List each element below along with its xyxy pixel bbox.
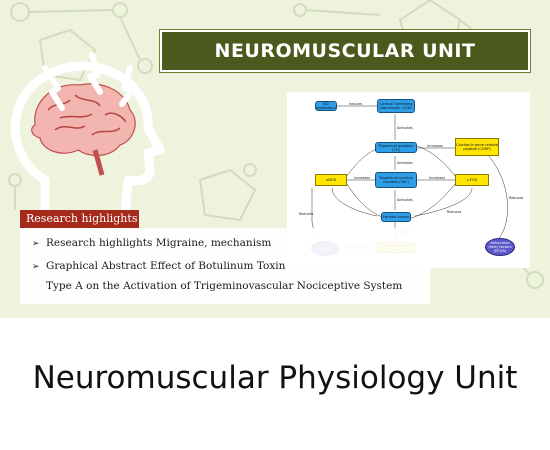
page-title: Neuromuscular Physiology Unit: [32, 360, 518, 396]
flow-node-parietal-cortex: Parietal cortex: [381, 212, 411, 222]
highlight-item: ➢ Research highlights Migraine, mechanism: [32, 237, 271, 249]
flow-node-csd: Cortical Spreading Depression (CSD): [377, 99, 415, 113]
flow-node-cgrp: Calcitonin gene-related peptide (CGRP): [455, 138, 499, 156]
flow-node-c-fos: c-FOS: [455, 174, 489, 186]
flow-label: Increases: [429, 176, 446, 180]
flow-node-no-application: NO application: [315, 101, 337, 111]
highlight-item: ➢ Graphical Abstract Effect of Botulinum …: [32, 260, 285, 272]
flow-node-tnc: Trigeminal nucleus caudalis (TNC): [375, 172, 417, 188]
flow-label: Reduces: [447, 210, 462, 214]
flow-label: Activates: [397, 198, 413, 202]
pain-lightning-icon: [42, 52, 135, 111]
head-silhouette: [10, 61, 165, 220]
flow-label: Activates: [397, 161, 413, 165]
arrow-bullet-icon: ➢: [32, 262, 40, 272]
hero-banner: NEUROMUSCULAR UNIT NO applica: [0, 0, 550, 318]
highlight-text: Graphical Abstract Effect of Botulinum T…: [46, 260, 286, 272]
flow-label: Increases: [354, 176, 371, 180]
highlight-text: Research highlights Migraine, mechanism: [46, 237, 272, 249]
flow-label: Activates: [397, 126, 413, 130]
flow-node-trigeminal-ganglion: Trigeminal ganglion (TG): [375, 142, 417, 153]
unit-title: NEUROMUSCULAR UNIT: [214, 40, 476, 62]
flow-node-nnos: nNOS: [315, 174, 347, 186]
highlight-item-continuation: Type A on the Activation of Trigeminovas…: [46, 280, 402, 292]
flow-label: Increases: [427, 144, 444, 148]
head-brain-illustration: [10, 52, 165, 220]
highlight-text: Type A on the Activation of Trigeminovas…: [46, 280, 403, 292]
highlights-label: Research highlights: [20, 210, 139, 228]
brain-icon: [31, 83, 136, 176]
flow-label: Reduces: [509, 196, 524, 200]
flow-label: Reduces: [299, 212, 314, 216]
highlights-panel: [20, 228, 430, 304]
flow-node-behavioral: Behavioral (test) factors (BTXA): [485, 238, 515, 256]
flow-label: Induces: [349, 102, 363, 106]
unit-title-box: NEUROMUSCULAR UNIT: [160, 30, 530, 72]
arrow-bullet-icon: ➢: [32, 239, 40, 249]
